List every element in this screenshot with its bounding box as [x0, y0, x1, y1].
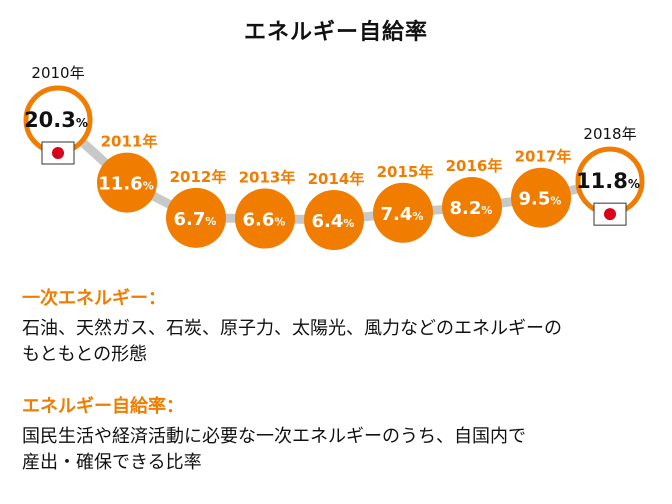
- data-label: 11.6%: [98, 174, 153, 195]
- data-label: 6.6%: [243, 210, 286, 231]
- japan-flag-sun: [52, 147, 64, 159]
- data-point-4: [304, 190, 364, 250]
- definition-text-line: もともとの形態: [22, 344, 148, 365]
- definition-term-primary-energy: 一次エネルギー：: [22, 288, 166, 309]
- data-point-7: [511, 167, 571, 228]
- definition-text-line: 産出・確保できる比率: [22, 452, 202, 473]
- year-label: 2013年: [239, 169, 296, 187]
- page-title: エネルギー自給率: [243, 20, 428, 45]
- data-label: 6.4%: [312, 211, 355, 232]
- data-label: 11.8%: [576, 169, 640, 193]
- definitions-section: 一次エネルギー： 石油、天然ガス、石炭、原子力、太陽光、風力などのエネルギーの …: [22, 284, 662, 476]
- data-label: 9.5%: [519, 189, 562, 210]
- self-sufficiency-chart: 2010年 20.3% 2011年 11.6% 2012年 6.7% 2013年 6.6% 20…: [23, 64, 645, 250]
- data-label: 20.3%: [24, 108, 88, 132]
- data-point-1: [97, 152, 157, 213]
- year-label: 2011年: [101, 133, 158, 151]
- definition-text-line: 国民生活や経済活動に必要な一次エネルギーのうち、自国内で: [22, 426, 526, 447]
- year-label: 2014年: [308, 170, 365, 188]
- data-point-3: [235, 188, 295, 249]
- data-label: 7.4%: [381, 204, 424, 225]
- data-point-6: [442, 177, 502, 238]
- year-label: 2010年: [31, 64, 84, 82]
- data-point-5: [373, 182, 433, 243]
- year-label: 2018年: [583, 125, 636, 143]
- definition-text-line: 石油、天然ガス、石炭、原子力、太陽光、風力などのエネルギーの: [22, 318, 562, 339]
- year-label: 2016年: [446, 157, 503, 175]
- data-label: 6.7%: [174, 209, 217, 230]
- year-label: 2012年: [170, 168, 227, 186]
- data-label: 8.2%: [450, 198, 493, 219]
- data-point-2: [166, 187, 226, 248]
- japan-flag-sun: [604, 208, 616, 221]
- year-label: 2017年: [515, 148, 572, 166]
- definition-term-self-sufficiency: エネルギー自給率：: [22, 396, 184, 417]
- year-label: 2015年: [377, 163, 434, 181]
